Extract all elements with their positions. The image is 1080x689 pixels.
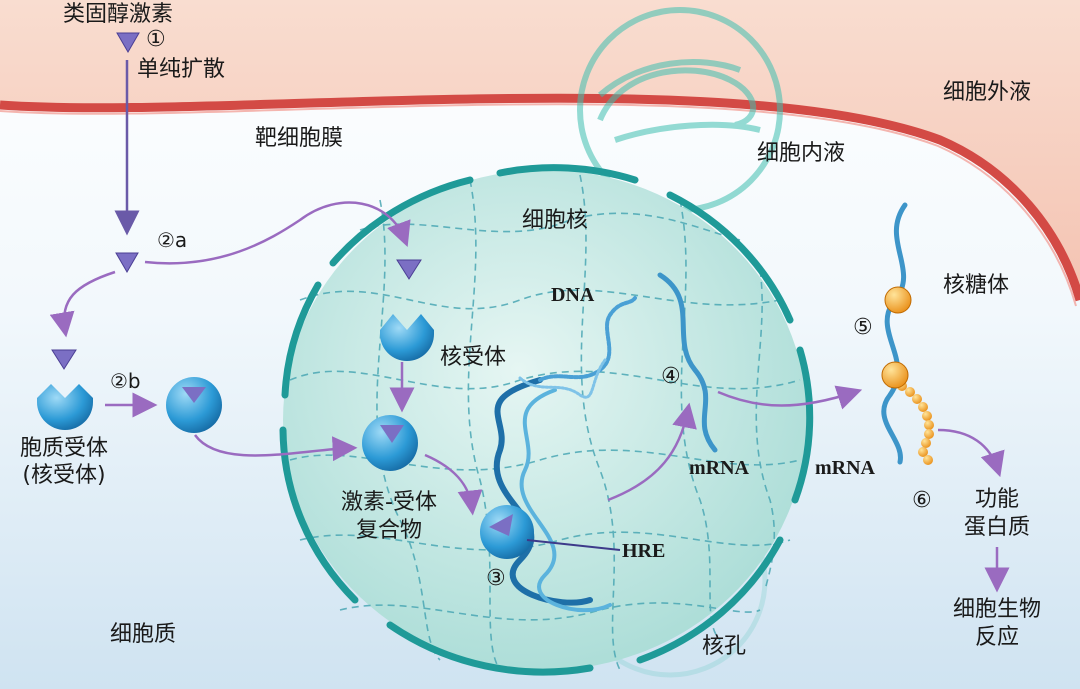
label-complex: 复合物 xyxy=(355,518,422,543)
label-simple-diffusion: 单纯扩散 xyxy=(137,57,226,82)
label-functional: 功能 xyxy=(974,487,1019,512)
label-nuclear-pore: 核孔 xyxy=(702,634,747,659)
ribosome-1 xyxy=(884,286,912,314)
label-steroid-hormone: 类固醇激素 xyxy=(63,2,174,27)
label-step-2b: ②b xyxy=(110,369,141,393)
label-step-5: ⑤ xyxy=(853,315,873,340)
label-step-4: ④ xyxy=(661,364,681,389)
cell-membrane-inner-line xyxy=(0,103,1077,307)
nuclear-receptor-shape xyxy=(380,314,434,361)
label-mrna-cytoplasm: mRNA xyxy=(815,457,875,479)
hormone-receptor-complex xyxy=(362,415,418,471)
label-dna: DNA xyxy=(551,284,595,306)
label-nuclear-receptor: 核受体 xyxy=(440,345,507,370)
hormone-molecules xyxy=(51,32,422,370)
hormone-triangle-4 xyxy=(396,259,422,280)
ribosome-2 xyxy=(881,361,909,389)
extracellular-region xyxy=(0,0,1080,300)
complex-bound-to-dna xyxy=(480,505,534,559)
label-step-6: ⑥ xyxy=(912,488,932,513)
hormone-triangle-1 xyxy=(116,32,140,53)
hormone-triangle-2 xyxy=(115,252,139,273)
label-step-3: ③ xyxy=(486,566,506,591)
label-ribosome: 核糖体 xyxy=(943,273,1010,298)
pathway-arrows xyxy=(49,60,1010,593)
mrna-strand-cytoplasm xyxy=(881,202,908,465)
label-response: 反应 xyxy=(974,625,1019,650)
mrna-strand-nucleus xyxy=(657,272,718,453)
bound-receptor-cytoplasm xyxy=(166,377,222,433)
label-step-2a: ②a xyxy=(157,228,188,252)
receptors xyxy=(37,314,534,559)
label-nuclear-receptor-paren: (核受体) xyxy=(22,463,106,488)
label-cell-biological: 细胞生物 xyxy=(952,597,1041,622)
polypeptide-chain xyxy=(897,381,934,465)
label-protein: 蛋白质 xyxy=(963,515,1030,540)
label-cytoplasm: 细胞质 xyxy=(110,622,177,647)
cell-membrane xyxy=(0,93,1080,302)
label-intracellular-fluid: 细胞内液 xyxy=(757,141,846,166)
label-cytoplasmic-receptor: 胞质受体 xyxy=(19,436,108,461)
hormone-triangle-3 xyxy=(51,349,77,370)
label-step-1: ① xyxy=(146,27,166,52)
hre-pointer-line xyxy=(526,539,621,551)
label-nucleus: 细胞核 xyxy=(522,208,589,233)
label-target-membrane: 靶细胞膜 xyxy=(255,126,344,151)
label-hre: HRE xyxy=(622,540,666,562)
label-extracellular-fluid: 细胞外液 xyxy=(943,80,1032,105)
cytoplasmic-receptor xyxy=(37,384,93,430)
label-mrna-nucleus: mRNA xyxy=(689,457,749,479)
label-hormone-receptor: 激素-受体 xyxy=(341,490,437,515)
